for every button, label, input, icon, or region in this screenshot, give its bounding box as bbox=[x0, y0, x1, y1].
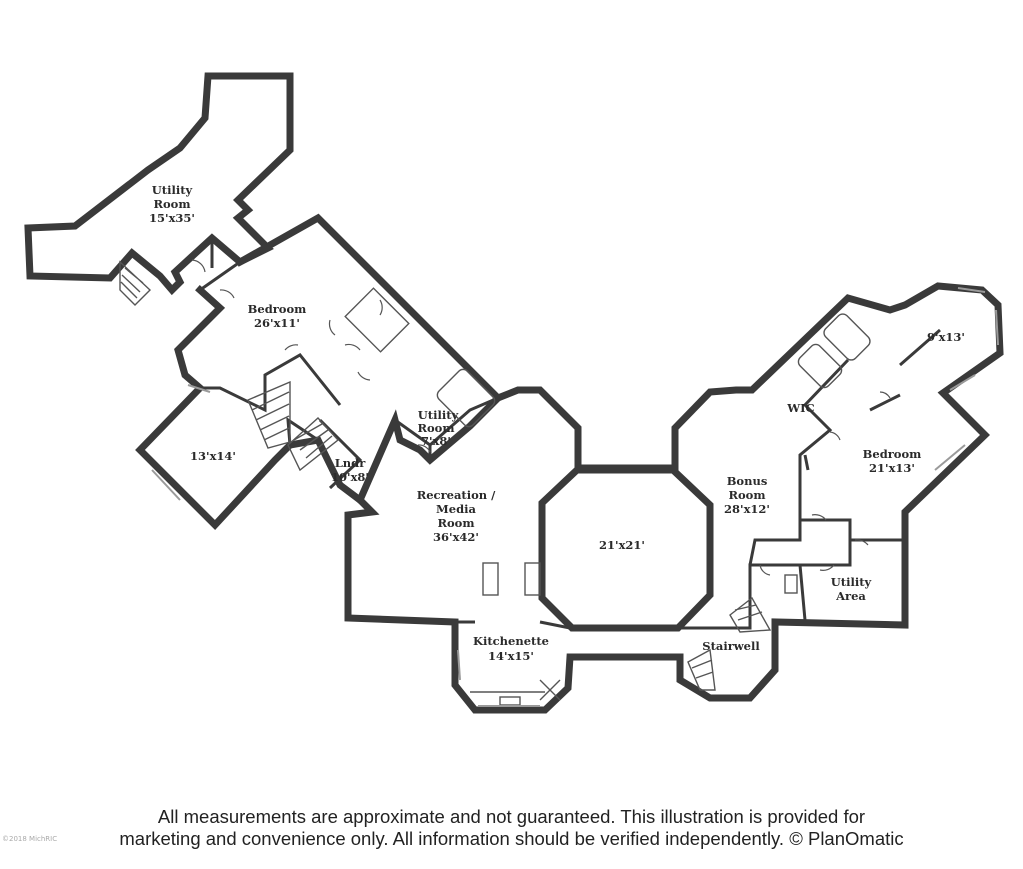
utility-wing-outline bbox=[24, 72, 294, 296]
bonus-room-size: 28'x12' bbox=[724, 502, 770, 516]
room-9x13-size: 9'x13' bbox=[927, 330, 965, 344]
room-13x14-size: 13'x14' bbox=[190, 449, 236, 463]
recreation-label: Room bbox=[437, 516, 474, 530]
stairwell-label: Stairwell bbox=[702, 639, 760, 653]
bedroom-east-label: Bedroom bbox=[863, 447, 922, 461]
utility-room-small-size: 7'x8' bbox=[421, 434, 451, 448]
wic-label: WIC bbox=[786, 401, 814, 415]
bedroom-west-label: Bedroom bbox=[248, 302, 307, 316]
interior-walls bbox=[176, 216, 941, 630]
utility-room-north-label: Utility bbox=[152, 183, 193, 197]
utility-room-small-label: Room bbox=[417, 421, 454, 435]
octagon-room-size: 21'x21' bbox=[599, 538, 645, 552]
central-outline bbox=[344, 282, 1004, 714]
windows bbox=[151, 287, 999, 707]
recreation-label: Media bbox=[436, 502, 476, 516]
bedroom-west-size: 26'x11' bbox=[254, 316, 300, 330]
utility-room-north-label: Room bbox=[153, 197, 190, 211]
utility-area-label: Utility bbox=[831, 575, 872, 589]
laundry-label: Lndr bbox=[335, 456, 366, 470]
recreation-size: 36'x42' bbox=[433, 530, 479, 544]
recreation-label: Recreation / bbox=[417, 488, 496, 502]
floor-plan: Utility Room 15'x35' Bedroom 26'x11' 13'… bbox=[24, 72, 1004, 714]
bonus-room-label: Room bbox=[728, 488, 765, 502]
stairs bbox=[119, 260, 772, 691]
utility-room-small-label: Utility bbox=[418, 408, 459, 422]
door-swings bbox=[191, 259, 891, 576]
bonus-room-label: Bonus bbox=[727, 474, 768, 488]
west-wing-outline bbox=[135, 213, 503, 531]
utility-room-north-size: 15'x35' bbox=[149, 211, 195, 225]
mls-watermark: ©2018 MichRIC bbox=[2, 835, 58, 843]
disclaimer-line-2: marketing and convenience only. All info… bbox=[119, 828, 904, 849]
disclaimer-line-1: All measurements are approximate and not… bbox=[157, 806, 866, 827]
octagon-room-outline bbox=[538, 466, 714, 632]
kitchenette-size: 14'x15' bbox=[488, 649, 534, 663]
utility-area-label: Area bbox=[835, 589, 866, 603]
laundry-size: 10'x8' bbox=[331, 470, 369, 484]
bedroom-east-size: 21'x13' bbox=[869, 461, 915, 475]
kitchenette-label: Kitchenette bbox=[473, 634, 549, 648]
fixtures bbox=[344, 287, 871, 706]
